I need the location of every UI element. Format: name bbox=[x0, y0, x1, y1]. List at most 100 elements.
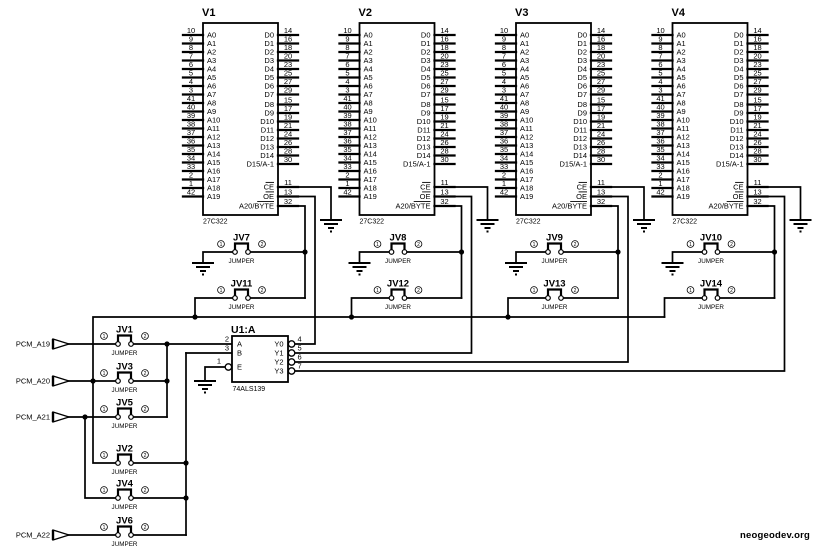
jumper-bracket bbox=[390, 242, 406, 251]
pin-number: 27 bbox=[753, 77, 761, 86]
wire bbox=[453, 205, 463, 299]
jumper-pad-icon bbox=[545, 295, 551, 301]
pin-number: 27 bbox=[284, 77, 292, 86]
pin-number: 37 bbox=[187, 128, 195, 137]
pin-label: D15/A-1 bbox=[716, 160, 744, 169]
pin-label: D0 bbox=[577, 31, 587, 40]
pin-label: A7 bbox=[677, 90, 686, 99]
wire bbox=[515, 251, 549, 264]
jumper-pin-circle-icon bbox=[141, 369, 149, 377]
pin-label: D9 bbox=[734, 109, 744, 118]
pin-label: A8 bbox=[520, 99, 529, 108]
jumper-type-label: JUMPER bbox=[112, 504, 138, 511]
pin-number: 20 bbox=[284, 52, 292, 61]
pin-label: A3 bbox=[520, 56, 529, 65]
jumper-pad-icon bbox=[388, 249, 395, 255]
jumper-pin-number: 2 bbox=[417, 288, 420, 294]
jumper-pad-icon bbox=[115, 495, 121, 501]
pin-label: A0 bbox=[207, 31, 216, 40]
pin-label: A2 bbox=[207, 48, 216, 57]
pin-label: OE bbox=[576, 192, 587, 201]
jumper-pad-icon bbox=[245, 295, 251, 301]
pin-number: 38 bbox=[343, 120, 351, 129]
rom-chip-body bbox=[515, 22, 592, 216]
pin-number: 39 bbox=[656, 111, 664, 120]
pin-number: 19 bbox=[284, 113, 292, 122]
jumper-type-label: JUMPER bbox=[112, 469, 138, 476]
pin-label: A2 bbox=[520, 48, 529, 57]
jumper-type-label: JUMPER bbox=[385, 304, 411, 311]
decoder-part: 74ALS139 bbox=[233, 386, 266, 393]
jumper-type-label: JUMPER bbox=[229, 258, 255, 265]
pin-label: A4 bbox=[207, 65, 216, 74]
pin-label: D12 bbox=[730, 134, 744, 143]
jumper-pin-number: 1 bbox=[103, 525, 106, 531]
pin-number: 26 bbox=[753, 138, 761, 147]
pin-label: A9 bbox=[364, 107, 373, 116]
pin-number: 9 bbox=[345, 35, 349, 44]
pin-label: D12 bbox=[573, 134, 587, 143]
pin-number: 38 bbox=[656, 120, 664, 129]
pin-number: 32 bbox=[284, 197, 292, 206]
pin-label: B bbox=[237, 349, 242, 358]
pin-label: D8 bbox=[264, 100, 274, 109]
pin-number: 34 bbox=[656, 154, 664, 163]
pin-number: 5 bbox=[502, 69, 506, 78]
pin-label: A18 bbox=[207, 184, 220, 193]
pin-label: D10 bbox=[730, 117, 744, 126]
jumper-pad-icon bbox=[115, 532, 121, 538]
pin-label: A16 bbox=[677, 167, 690, 176]
jumper-bracket bbox=[703, 242, 719, 251]
jumper-pin-number: 2 bbox=[574, 242, 577, 248]
pin-number: 11 bbox=[284, 178, 292, 187]
jumper-pin-number: 1 bbox=[103, 334, 106, 340]
pin-number: 35 bbox=[343, 145, 351, 154]
pin-number: 33 bbox=[500, 162, 508, 171]
pin-label: A6 bbox=[520, 82, 529, 91]
pin-label: D5 bbox=[264, 73, 274, 82]
pin-number: 27 bbox=[440, 77, 448, 86]
pin-label: A4 bbox=[520, 65, 529, 74]
pin-number: 2 bbox=[502, 171, 506, 180]
pin-label: D0 bbox=[421, 31, 431, 40]
pin-label: A5 bbox=[677, 73, 686, 82]
jumper-pin-circle-icon bbox=[141, 332, 149, 340]
pin-number: 4 bbox=[298, 335, 302, 344]
jumper-pad-icon bbox=[232, 249, 238, 255]
pin-label: A0 bbox=[520, 31, 529, 40]
jumper-pad-icon bbox=[128, 532, 134, 538]
pin-label: A19 bbox=[677, 192, 690, 201]
pin-label: D6 bbox=[577, 82, 587, 91]
pin-label: A11 bbox=[520, 124, 533, 133]
pin-number: 30 bbox=[597, 155, 605, 164]
pin-number: 24 bbox=[597, 130, 605, 139]
jumper-pin-circle-icon bbox=[373, 240, 382, 248]
junction-dot bbox=[164, 341, 170, 347]
pin-label: A15 bbox=[677, 158, 690, 167]
rom-chip-part: 27C322 bbox=[360, 219, 385, 226]
jumper-bracket bbox=[116, 407, 133, 416]
pin-number: 13 bbox=[440, 188, 448, 197]
jumper-ref: JV11 bbox=[231, 279, 253, 290]
port-label: PCM_A20 bbox=[16, 377, 50, 386]
pin-number: 40 bbox=[656, 103, 664, 112]
jumper-pad-icon bbox=[388, 295, 395, 301]
pin-label: A14 bbox=[207, 150, 220, 159]
jumper-pin-circle-icon bbox=[100, 523, 108, 531]
pin-label: A12 bbox=[520, 133, 533, 142]
pin-number: 32 bbox=[597, 197, 605, 206]
pin-number: 21 bbox=[753, 121, 761, 130]
pin-number: 1 bbox=[345, 179, 349, 188]
pin-label: A0 bbox=[364, 31, 373, 40]
pin-label: D9 bbox=[577, 109, 587, 118]
jumper-pin-circle-icon bbox=[141, 523, 149, 531]
pin-label: A11 bbox=[207, 124, 220, 133]
pin-number: 41 bbox=[187, 94, 195, 103]
pin-label: D1 bbox=[421, 39, 431, 48]
pin-label: D2 bbox=[577, 48, 587, 57]
pin-label: A12 bbox=[364, 133, 377, 142]
jumper-pin-number: 2 bbox=[144, 371, 147, 377]
pin-label: A5 bbox=[520, 73, 529, 82]
pin-number: 26 bbox=[597, 138, 605, 147]
